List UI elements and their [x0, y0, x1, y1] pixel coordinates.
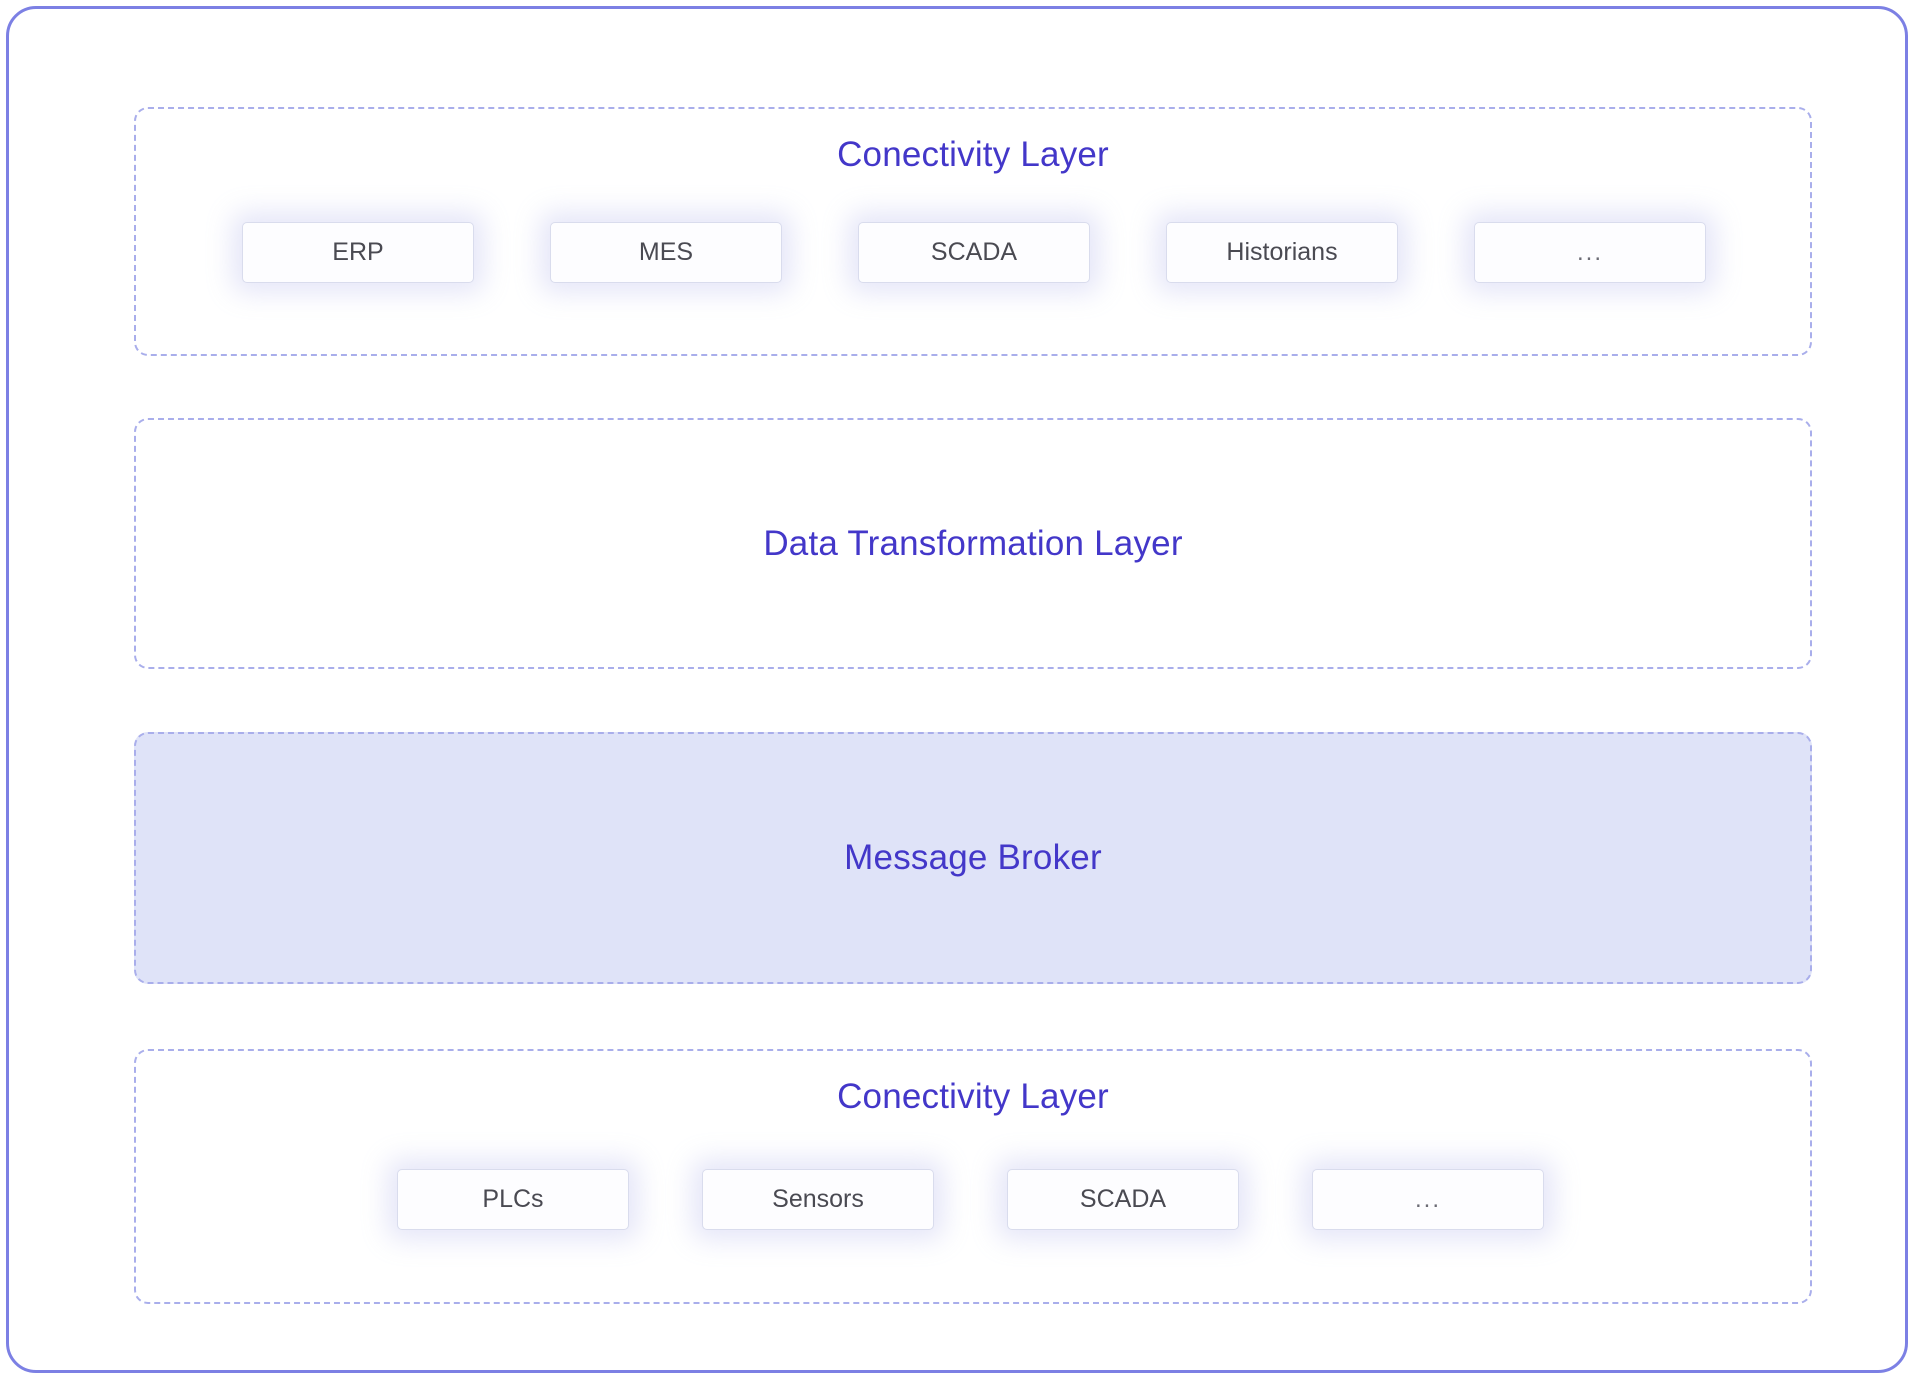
- layer-connectivity-bottom: Conectivity Layer: [134, 1049, 1812, 1304]
- node-scada-top[interactable]: SCADA: [858, 222, 1090, 283]
- node-label: MES: [638, 238, 694, 266]
- node-more-bottom[interactable]: ...: [1312, 1169, 1544, 1230]
- layer-title-connectivity-top: Conectivity Layer: [837, 135, 1109, 174]
- node-row-connectivity-bottom: PLCs Sensors SCADA ...: [397, 1169, 1544, 1230]
- node-scada-bottom[interactable]: SCADA: [1007, 1169, 1239, 1230]
- node-label: ERP: [332, 238, 384, 266]
- node-historians[interactable]: Historians: [1166, 222, 1398, 283]
- layer-title-data-transformation: Data Transformation Layer: [763, 523, 1183, 563]
- node-label: Historians: [1226, 238, 1338, 266]
- layer-connectivity-top: Conectivity Layer: [134, 107, 1812, 356]
- layer-title-message-broker: Message Broker: [844, 838, 1102, 877]
- node-erp[interactable]: ERP: [242, 222, 474, 283]
- node-row-connectivity-top: ERP MES SCADA Historians ...: [242, 222, 1706, 283]
- node-label: SCADA: [1079, 1185, 1167, 1213]
- node-mes[interactable]: MES: [550, 222, 782, 283]
- layer-title-connectivity-bottom: Conectivity Layer: [837, 1077, 1109, 1116]
- node-label: PLCs: [482, 1185, 544, 1213]
- node-sensors[interactable]: Sensors: [702, 1169, 934, 1230]
- node-label: Sensors: [772, 1185, 864, 1213]
- node-label: ...: [1414, 1185, 1441, 1213]
- node-more-top[interactable]: ...: [1474, 222, 1706, 283]
- node-plcs[interactable]: PLCs: [397, 1169, 629, 1230]
- diagram-canvas: Conectivity Layer ERP MES SCADA Historia…: [6, 6, 1908, 1373]
- layer-data-transformation: Data Transformation Layer: [134, 418, 1812, 669]
- node-label: ...: [1576, 238, 1603, 266]
- node-label: SCADA: [930, 238, 1018, 266]
- layer-message-broker: Message Broker: [134, 732, 1812, 984]
